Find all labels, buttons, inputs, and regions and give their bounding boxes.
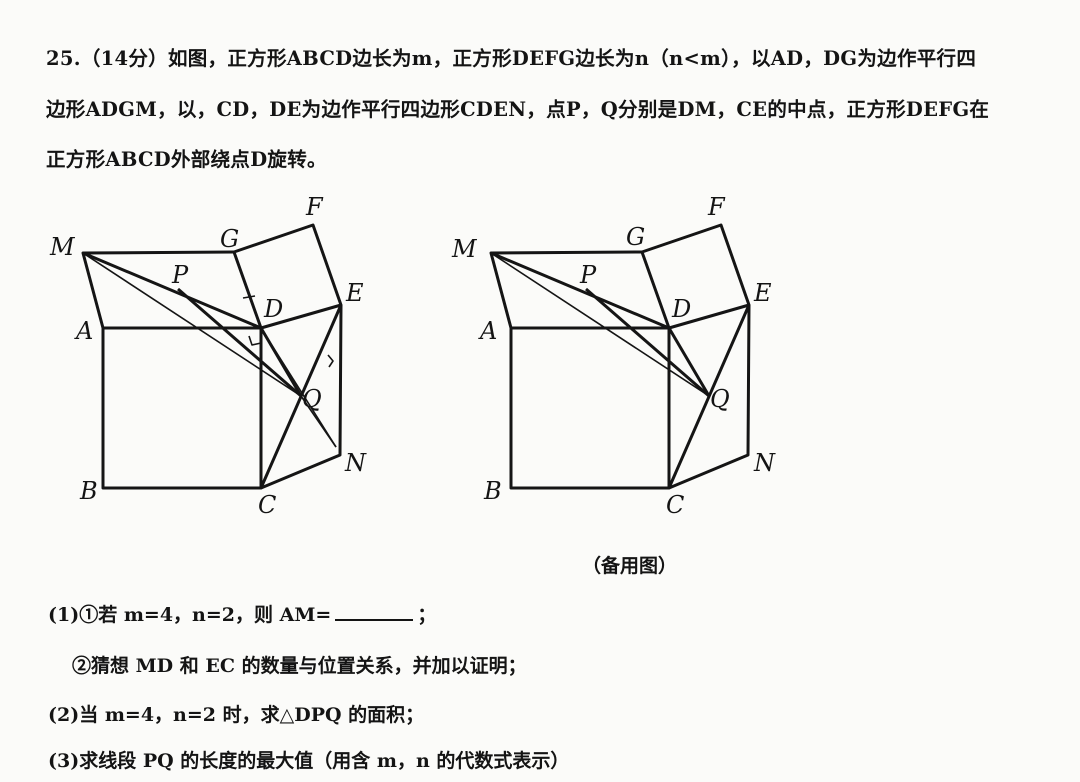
parallelogram-cden — [260, 304, 343, 490]
segment-md — [490, 251, 670, 330]
segment-md — [82, 251, 262, 330]
label-q: Q — [302, 385, 322, 413]
label-m: M — [49, 233, 76, 261]
problem-line-3: 正方形ABCD外部绕点D旋转。 — [46, 148, 327, 171]
square-abcd — [101, 326, 263, 490]
label-f: F — [305, 193, 324, 221]
question-1-part-1: (1)①若 m=4，n=2，则 AM= ； — [48, 600, 436, 627]
segment-pq — [585, 287, 710, 398]
question-1-part-2: ②猜想 MD 和 EC 的数量与位置关系，并加以证明； — [72, 655, 527, 677]
label-c: C — [666, 491, 684, 519]
problem-line-1: 25.（14分）如图，正方形ABCD边长为m，正方形DEFG边长为n（n<m），… — [46, 47, 977, 70]
problem-line-2: 边形ADGM，以，CD，DE为边作平行四边形CDEN，点P，Q分别是DM，CE的… — [46, 98, 990, 121]
parallelogram-cden — [668, 304, 751, 490]
label-e: E — [345, 279, 364, 307]
label-g: G — [626, 223, 645, 251]
segment-pq — [177, 287, 302, 398]
label-m: M — [451, 235, 478, 263]
label-p: P — [579, 261, 597, 289]
label-p: P — [171, 261, 189, 289]
square-defg — [640, 223, 751, 330]
main-figure: M A B C D E F G N P Q — [40, 185, 380, 529]
spare-figure-caption: （备用图） — [582, 555, 678, 577]
tick-mark-dg — [242, 295, 256, 299]
question-3: (3)求线段 PQ 的长度的最大值（用含 m，n 的代数式表示） — [48, 750, 570, 772]
label-n: N — [753, 449, 776, 477]
label-g: G — [220, 225, 239, 253]
segment-mq-curve — [82, 252, 302, 397]
question-2: (2)当 m=4，n=2 时，求△DPQ 的面积； — [48, 704, 425, 726]
segment-ce — [667, 304, 751, 489]
label-q: Q — [710, 385, 730, 413]
label-n: N — [344, 449, 367, 477]
label-a: A — [478, 317, 497, 345]
answer-blank[interactable] — [335, 601, 414, 621]
label-f: F — [707, 193, 726, 221]
tick-mark-e — [327, 354, 334, 368]
label-b: B — [79, 477, 98, 505]
square-defg — [232, 223, 343, 330]
segment-dq — [667, 327, 711, 397]
label-d: D — [263, 295, 283, 323]
right-angle-mark-d — [248, 335, 262, 346]
question-1-part-1-text: (1)①若 m=4，n=2，则 AM= — [48, 604, 332, 626]
label-e: E — [753, 279, 772, 307]
label-d: D — [671, 295, 691, 323]
label-c: C — [258, 491, 276, 519]
label-b: B — [483, 477, 502, 505]
segment-dn — [260, 327, 337, 448]
square-abcd — [509, 326, 671, 490]
label-a: A — [74, 317, 93, 345]
segment-mq-curve — [490, 252, 710, 397]
question-1-part-1-end: ； — [417, 604, 437, 626]
spare-figure: M A B C D E F G N P Q — [448, 185, 788, 529]
